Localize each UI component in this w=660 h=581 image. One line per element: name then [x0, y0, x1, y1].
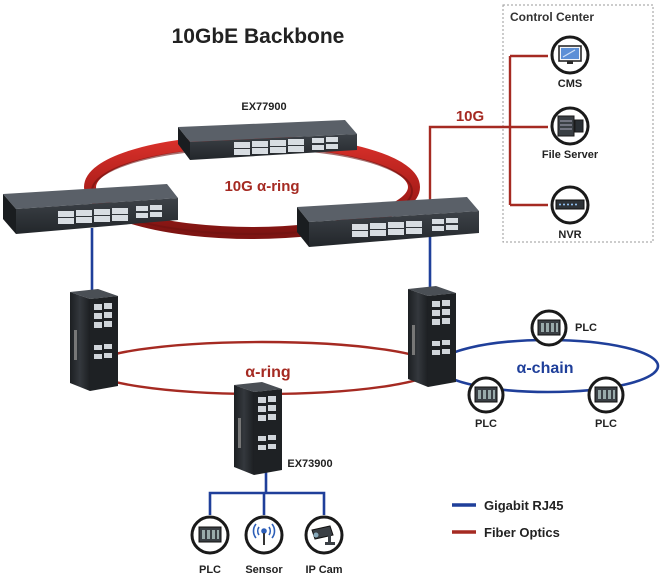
control-center-box — [502, 4, 654, 243]
cms-label: CMS — [558, 78, 582, 90]
edge-plc[interactable] — [190, 515, 230, 555]
ip-camera-icon — [311, 525, 335, 545]
din-switch-left[interactable] — [70, 289, 118, 391]
sensor-icon — [252, 523, 276, 545]
backbone-switch-right[interactable] — [297, 197, 479, 247]
legend-fiber-label: Fiber Optics — [484, 525, 560, 540]
control-center-links — [428, 54, 548, 212]
chain-plc-right[interactable] — [587, 376, 625, 414]
backbone-switch-label: EX77900 — [241, 101, 286, 113]
plc-icon — [198, 526, 222, 543]
chain-plc-right-label: PLC — [595, 418, 617, 430]
uplink-label: 10G — [456, 108, 484, 125]
backbone-switch-left[interactable] — [3, 184, 178, 234]
din-switch-right[interactable] — [408, 286, 456, 387]
edge-ip-camera[interactable] — [304, 515, 344, 555]
nvr-icon — [555, 199, 585, 210]
edge-links — [208, 472, 326, 515]
plc-icon — [537, 319, 561, 336]
diagram-title: 10GbE Backbone — [172, 25, 345, 48]
din-switch-center[interactable] — [234, 382, 282, 475]
chain-plc-top-label: PLC — [575, 322, 597, 334]
monitor-icon — [558, 45, 582, 64]
backbone-switch-top[interactable] — [178, 120, 357, 160]
server-icon — [557, 115, 584, 137]
backbone-ring-label: 10G α-ring — [224, 178, 299, 195]
chain-plc-top[interactable] — [530, 309, 568, 347]
edge-sensor[interactable] — [244, 515, 284, 555]
control-center-title: Control Center — [510, 10, 594, 24]
plc-icon — [594, 386, 618, 403]
chain-plc-left[interactable] — [467, 376, 505, 414]
plc-icon — [474, 386, 498, 403]
access-switch-label: EX73900 — [287, 458, 332, 470]
file-server-label: File Server — [542, 149, 599, 161]
edge-plc-label: PLC — [199, 564, 221, 576]
edge-sensor-label: Sensor — [245, 564, 283, 576]
legend-copper-label: Gigabit RJ45 — [484, 498, 563, 513]
file-server-device[interactable] — [550, 106, 590, 146]
nvr-label: NVR — [558, 229, 581, 241]
legend: Gigabit RJ45 Fiber Optics — [452, 498, 563, 540]
cms-device[interactable] — [550, 35, 590, 75]
access-ring-label: α-ring — [245, 364, 290, 381]
edge-ip-camera-label: IP Cam — [305, 564, 342, 576]
chain-plc-left-label: PLC — [475, 418, 497, 430]
nvr-device[interactable] — [550, 185, 590, 225]
chain-label: α-chain — [517, 360, 574, 377]
copper-uplinks — [90, 228, 432, 292]
